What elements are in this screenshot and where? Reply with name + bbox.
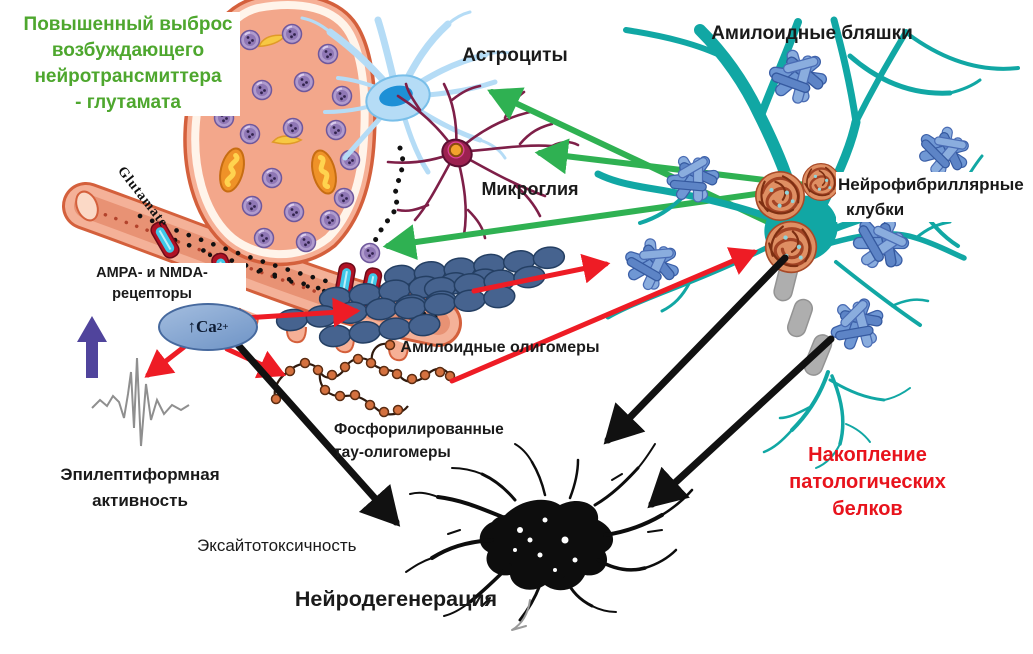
- astrocyte-cell: [300, 10, 512, 175]
- ampa-nmda-receptors-label: AMPA- и NMDA- рецепторы: [58, 263, 246, 305]
- increase-arrow: [77, 316, 107, 378]
- tangles-line1: Нейрофибриллярные: [838, 175, 1024, 194]
- degenerating-neuron: [405, 443, 694, 631]
- glutamate-release-line1: Повышенный выброс: [23, 14, 233, 35]
- tangles-line2: клубки: [846, 200, 905, 219]
- epileptiform-line1: Эпилептиформная: [60, 465, 220, 484]
- accum-line3: белков: [832, 498, 903, 520]
- glutamate-release-label: Повышенный выброс возбуждающего нейротра…: [16, 12, 240, 116]
- epileptiform-line2: активность: [92, 491, 188, 510]
- epileptiform-activity-label: Эпилептиформная активность: [44, 462, 236, 514]
- glutamate-molecules: [137, 145, 441, 321]
- arrow-calcium-to-oligomers: [241, 297, 361, 328]
- glutamate-release-line3: нейротрансмиттера: [34, 66, 222, 87]
- astrocytes-label: Астроциты: [462, 45, 568, 66]
- calcium-symbol: Ca: [195, 317, 217, 336]
- arrow-calcium-to-neurodegeneration: [227, 333, 401, 527]
- neurodegeneration-label: Нейродегенерация: [294, 587, 498, 611]
- glutamate-release-line2: возбуждающего: [51, 40, 205, 61]
- microglia-nucleus: [448, 142, 464, 158]
- tau-line1: Фосфорилированные: [334, 421, 504, 438]
- protein-accumulation-label: Накопление патологических белков: [765, 442, 970, 523]
- amyloid-plaques-label: Амилоидные бляшки: [711, 23, 913, 44]
- arrow-calcium-to-eeg: [144, 344, 187, 378]
- tau-line2: тау-олигомеры: [334, 444, 451, 461]
- ampa-line2: рецепторы: [112, 286, 192, 302]
- amyloid-oligomers-label: Амилоидные олигомеры: [400, 339, 600, 356]
- ampa-line1: AMPA- и NMDA-: [96, 265, 208, 281]
- excitotoxicity-label: Эксайтотоксичность: [197, 536, 357, 555]
- calcium-up-arrow: ↑: [187, 317, 196, 336]
- accum-line1: Накопление: [808, 444, 927, 466]
- arrow-tau-to-tangles: [449, 247, 759, 384]
- axon-segments: [773, 258, 833, 376]
- arrow-tangles-to-neurodegeneration: [603, 254, 789, 445]
- accum-line2: патологических: [789, 471, 946, 493]
- glutamate-release-line4: - глутамата: [75, 92, 181, 113]
- neurofibrillary-tangles-label: Нейрофибриллярные клубки: [836, 172, 1032, 222]
- arrow-oligomers-to-plaque: [471, 253, 611, 294]
- eeg-trace: [91, 357, 190, 447]
- phospho-tau-label: Фосфорилированные тау-олигомеры: [334, 418, 519, 464]
- arrow-axon-to-neurodegeneration: [647, 335, 835, 509]
- microglia-label: Микроглия: [481, 179, 579, 199]
